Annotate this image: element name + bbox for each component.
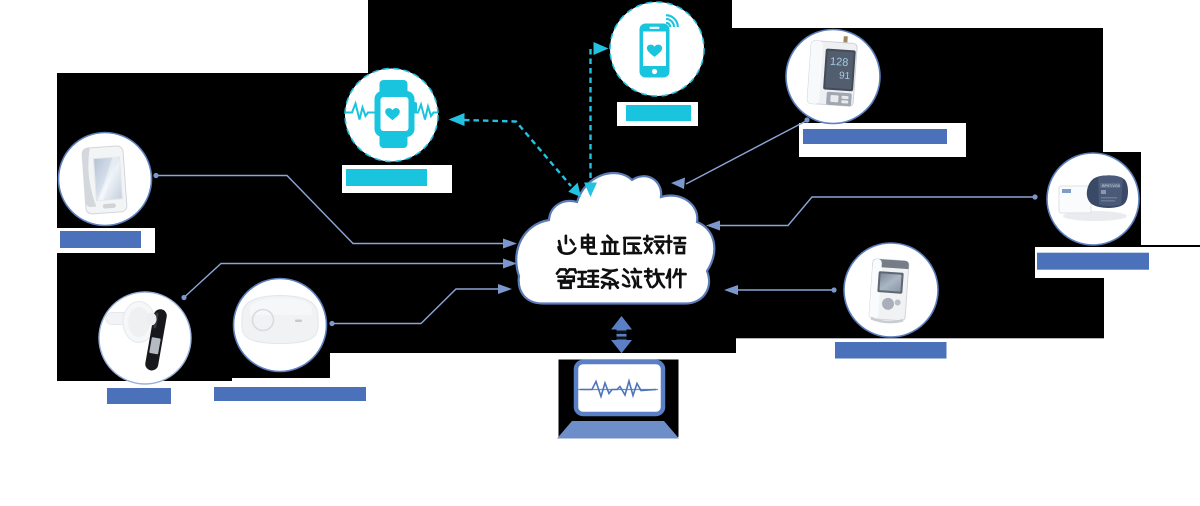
svg-text:91: 91 (839, 70, 851, 82)
svg-text:128: 128 (830, 56, 849, 69)
svg-text:BP97/VGK: BP97/VGK (1102, 184, 1121, 188)
